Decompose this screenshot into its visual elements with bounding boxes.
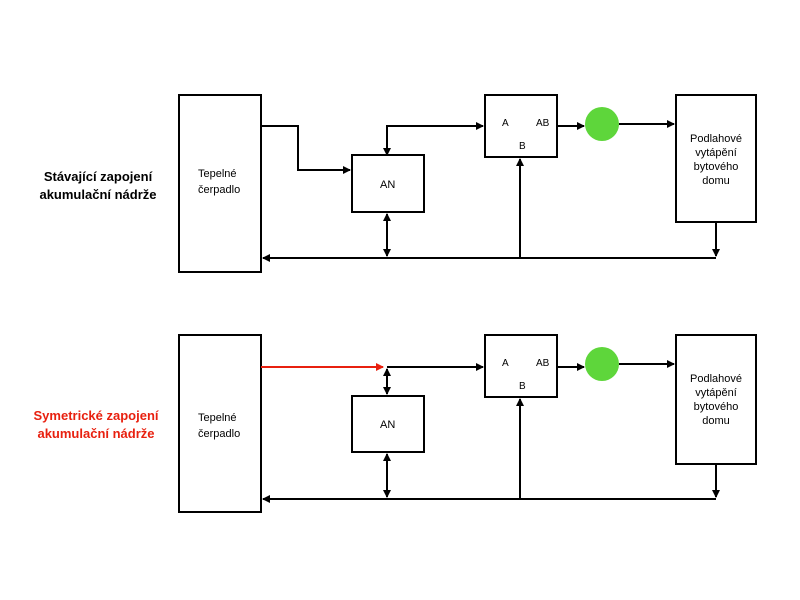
diagram1-valve-port-b: B bbox=[519, 141, 526, 152]
diagram2-consumer-label-4: domu bbox=[702, 415, 730, 427]
diagram1-consumer-label-3: bytového bbox=[694, 161, 739, 173]
diagram1-consumer-label-4: domu bbox=[702, 175, 730, 187]
diagram2-valve-port-a: A bbox=[502, 358, 509, 369]
diagram2-labels: Tepelné čerpadlo AN A AB B Podlahové vyt… bbox=[198, 358, 742, 440]
diagram1-flow-tank-to-valve bbox=[383, 122, 484, 156]
diagram2-heat-pump-label-2: čerpadlo bbox=[198, 428, 240, 440]
diagram2-heat-pump-box bbox=[178, 334, 262, 513]
diagram1-heat-pump-box bbox=[178, 94, 262, 273]
diagram1-labels: Tepelné čerpadlo AN A AB B Podlahové vyt… bbox=[198, 118, 742, 196]
diagram1-valve-port-a: A bbox=[502, 118, 509, 129]
diagram2-valve-port-b: B bbox=[519, 381, 526, 392]
diagram2-tank-label: AN bbox=[380, 419, 395, 431]
diagram1-valve-box bbox=[484, 94, 558, 158]
diagram1-pump-circle bbox=[585, 107, 619, 141]
diagram1-caption-line2: akumulační nádrže bbox=[39, 187, 157, 202]
diagram2-consumer-label-3: bytového bbox=[694, 401, 739, 413]
diagram1-consumer-box bbox=[675, 94, 757, 223]
diagram1-valve-port-ab: AB bbox=[536, 118, 550, 129]
diagram1-caption: Stávající zapojení akumulační nádrže bbox=[8, 168, 188, 204]
diagram1 bbox=[178, 94, 757, 273]
diagram2-caption-line2: akumulační nádrže bbox=[37, 426, 155, 441]
diagram2-caption-line1: Symetrické zapojení bbox=[33, 408, 159, 423]
diagram2-tank-box bbox=[351, 395, 425, 453]
diagram2-consumer-label-2: vytápění bbox=[695, 387, 737, 399]
diagram1-caption-line1: Stávající zapojení bbox=[43, 169, 153, 184]
diagram2-heat-pump-label-1: Tepelné bbox=[198, 412, 237, 424]
diagram2-valve-port-ab: AB bbox=[536, 358, 550, 369]
diagram1-tank-label: AN bbox=[380, 179, 395, 191]
diagram2 bbox=[178, 334, 757, 513]
diagram1-tank-box bbox=[351, 154, 425, 213]
diagram1-heat-pump-label-2: čerpadlo bbox=[198, 184, 240, 196]
diagram1-consumer-label-2: vytápění bbox=[695, 147, 737, 159]
diagram2-caption: Symetrické zapojení akumulační nádrže bbox=[6, 407, 186, 443]
diagram1-consumer-label-1: Podlahové bbox=[690, 133, 742, 145]
diagram2-pump-circle bbox=[585, 347, 619, 381]
diagram2-consumer-label-1: Podlahové bbox=[690, 373, 742, 385]
diagram1-heat-pump-label-1: Tepelné bbox=[198, 168, 237, 180]
diagram2-consumer-box bbox=[675, 334, 757, 465]
diagram1-flow-hp-to-tank bbox=[261, 125, 351, 174]
